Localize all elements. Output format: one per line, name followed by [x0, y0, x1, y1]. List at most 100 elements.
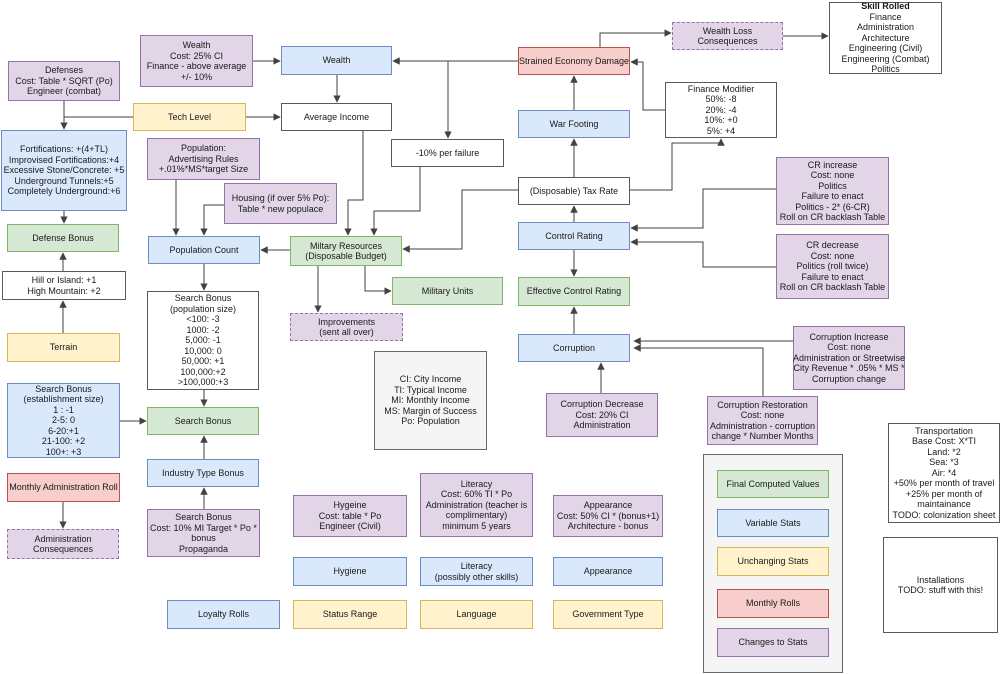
edge-sed-wealthloss [599, 29, 672, 47]
terrain-box-label: Terrain [49, 342, 78, 353]
wealth-box-label: Wealth [322, 55, 351, 66]
language-box-label: Language [456, 609, 497, 620]
search-bonus-estsize-box-label: Search Bonus [35, 383, 92, 394]
wealth-cost-box-label: +/- 10% [180, 71, 213, 82]
corruption-restoration-box-label: change * Number Months [711, 431, 814, 441]
improvements-box-label: Improvements [317, 316, 376, 327]
population-count-box-label: Population Count [169, 244, 239, 255]
loyalty-rolls-box: Loyalty Rolls [167, 600, 280, 629]
search-bonus-estsize-box-label: 100+: +3 [45, 446, 82, 457]
final-computed-values-legend-label: Final Computed Values [726, 478, 820, 489]
finance-modifier-box-label: 10%: +0 [704, 115, 738, 126]
transportation-box-label: Sea: *3 [929, 457, 959, 468]
edge-crincrease-controlrating [630, 188, 776, 232]
wealth-cost-box-label: Wealth [182, 40, 211, 50]
edge-taxrate-milresources [402, 189, 518, 253]
corruption-decrease-box-label: Corruption Decrease [560, 399, 644, 410]
search-bonus-box: Search Bonus [147, 407, 259, 435]
transportation-box-label: +50% per month of travel [893, 478, 995, 489]
search-bonus-estsize-box-label: 1 : -1 [53, 404, 74, 415]
average-income-box-label: Average Income [303, 111, 370, 122]
population-advertising-box-label: Advertising Rules [168, 153, 239, 164]
search-bonus-popsize-box-label: (population size) [169, 303, 237, 314]
status-range-box: Status Range [293, 600, 407, 629]
improvements-box: Improvements(sent all over) [290, 313, 403, 341]
disposable-tax-rate-box: (Disposable) Tax Rate [518, 177, 630, 205]
military-resources-box: Miltary Resources(Disposable Budget) [290, 236, 402, 266]
finance-modifier-box-label: 20%: -4 [705, 104, 737, 115]
military-resources-box-label: Miltary Resources [309, 240, 383, 251]
population-count-box: Population Count [148, 236, 260, 264]
admin-consequences-box-label: Consequences [32, 544, 94, 554]
abbreviations-box-label: MS: Margin of Success [384, 405, 477, 416]
search-bonus-popsize-box-label: 10,000: 0 [184, 345, 222, 356]
effective-control-rating-box: Effective Control Rating [518, 277, 630, 306]
transportation-box-label: TODO: colonization sheet [892, 509, 996, 520]
search-bonus-cost-box-label: Search Bonus [175, 512, 232, 522]
abbreviations-box-label: TI: Typical Income [394, 384, 467, 395]
cr-increase-box-label: Politics - 2* (6-CR) [795, 201, 870, 212]
monthly-rolls-legend-label: Monthly Rolls [745, 598, 801, 609]
monthly-rolls-legend: Monthly Rolls [717, 589, 829, 618]
edge-housing-popcount [200, 204, 224, 236]
transportation-box-label: Air: *4 [931, 467, 957, 478]
fortifications-box-label: Fortifications: +(4+TL) [19, 144, 109, 155]
search-bonus-popsize-box-label: Search Bonus [174, 293, 232, 304]
transportation-box-label: Land: *2 [927, 446, 961, 457]
defenses-box-label: Engineer (combat) [26, 86, 102, 97]
transportation-box-label: Base Cost: X*TI [911, 436, 977, 447]
minus-10-per-failure-box-label: -10% per failure [415, 147, 480, 158]
edge-crdecrease-controlrating [630, 238, 776, 268]
variable-stats-legend: Variable Stats [717, 509, 829, 537]
installations-box-label: TODO: stuff with this! [897, 585, 984, 595]
wealth-cost-box-label: Cost: 25% CI [169, 50, 224, 61]
literacy-box-label: (possibly other skills) [434, 571, 519, 582]
control-rating-box: Control Rating [518, 222, 630, 250]
appearance-cost-box-label: Cost: 50% CI * (bonus+1) [556, 510, 660, 521]
hygiene-cost-box-label: Engineer (Civil) [319, 521, 381, 532]
population-advertising-box-label: Population: [180, 143, 227, 154]
industry-type-bonus-box: Industry Type Bonus [147, 459, 259, 487]
housing-box-label: Housing (if over 5% Po): [231, 193, 330, 203]
skill-rolled-box-label: Finance [869, 11, 902, 22]
appearance-cost-box-label: Architecture - bonus [567, 521, 649, 532]
edge-corruptionrestoration-corruption [633, 344, 764, 396]
wealth-loss-consequences-box-label: Wealth Loss [702, 25, 753, 36]
hygiene-box-label: Hygiene [333, 566, 367, 577]
search-bonus-popsize-box-label: 100,000:+2 [180, 366, 226, 377]
edge-financemod-sed [630, 58, 665, 111]
industry-type-bonus-box-label: Industry Type Bonus [162, 467, 244, 478]
monthly-admin-roll-box-label: Monthly Administration Roll [9, 482, 118, 493]
appearance-box-label: Appearance [583, 566, 633, 577]
corruption-restoration-box-label: Cost: none [740, 410, 785, 420]
strained-economy-damage-box-label: Strained Economy Damage [518, 55, 630, 66]
cr-decrease-box-label: Failure to enact [801, 271, 864, 282]
finance-modifier-box-label: Finance Modifier [687, 83, 755, 94]
skill-rolled-box-label: Politics [871, 64, 900, 75]
variable-stats-legend-label: Variable Stats [745, 517, 801, 528]
terrain-box: Terrain [7, 333, 120, 362]
defenses-box-label: Defenses [44, 65, 84, 76]
corruption-increase-box-label: Administration or Streetwise [792, 352, 906, 363]
search-bonus-estsize-box-label: 6-20:+1 [48, 425, 79, 436]
transportation-box-label: +25% per month of [905, 488, 983, 499]
corruption-decrease-box-label: Administration [573, 420, 631, 431]
control-rating-box-label: Control Rating [545, 230, 603, 241]
cr-increase-box-label: Roll on CR backlash Table [779, 212, 886, 222]
population-advertising-box: Population:Advertising Rules+.01%*MS*tar… [147, 138, 260, 180]
hygiene-box: Hygiene [293, 557, 407, 586]
hill-island-box-label: High Mountain: +2 [27, 285, 101, 296]
minus-10-per-failure-box: -10% per failure [391, 139, 504, 167]
